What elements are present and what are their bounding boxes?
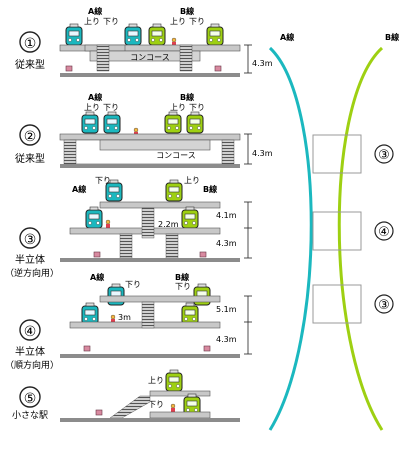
svg-text:B線: B線 <box>203 184 217 194</box>
section-2-label: ② 従来型 <box>15 124 45 165</box>
svg-text:下り: 下り <box>189 103 205 112</box>
svg-text:A線: A線 <box>90 272 104 282</box>
svg-text:コンコース: コンコース <box>130 53 170 62</box>
svg-text:従来型: 従来型 <box>15 152 45 165</box>
svg-text:4.3m: 4.3m <box>252 149 273 158</box>
svg-text:下り: 下り <box>103 17 119 26</box>
svg-text:下り: 下り <box>95 176 111 185</box>
map-station-box-2: ④ <box>312 211 394 251</box>
svg-text:上り: 上り <box>184 176 200 185</box>
svg-text:4.3m: 4.3m <box>216 239 237 248</box>
svg-text:（順方向用）: （順方向用） <box>5 359 59 371</box>
svg-text:上り: 上り <box>84 17 100 26</box>
svg-text:上り: 上り <box>84 103 100 112</box>
svg-text:②: ② <box>24 129 37 145</box>
svg-text:上り: 上り <box>170 17 186 26</box>
svg-text:下り: 下り <box>103 103 119 112</box>
svg-text:B線: B線 <box>180 6 194 16</box>
diagram-3: A線 B線 下り 上り 2.2m 4.1m 4.3m <box>60 176 252 262</box>
svg-text:上り: 上り <box>170 103 186 112</box>
svg-text:①: ① <box>24 36 37 52</box>
svg-text:④: ④ <box>24 324 37 340</box>
svg-text:（逆方向用）: （逆方向用） <box>5 267 59 279</box>
section-3-label: ③ 半立体 （逆方向用） <box>5 227 59 279</box>
svg-text:下り: 下り <box>175 282 191 291</box>
svg-text:A線: A線 <box>72 184 86 194</box>
section-1-label: ① 従来型 <box>15 31 45 71</box>
svg-text:半立体: 半立体 <box>15 345 45 358</box>
map-station-box-1: ③ <box>312 134 394 174</box>
section-5-label: ⑤ 小さな駅 <box>12 386 48 421</box>
svg-text:5.1m: 5.1m <box>216 305 237 314</box>
svg-text:小さな駅: 小さな駅 <box>12 410 48 421</box>
svg-text:上り: 上り <box>148 376 164 385</box>
diagram-2: A線 B線 上り 下り 上り 下り コンコース 4.3m <box>59 92 273 168</box>
svg-text:A線: A線 <box>88 6 102 16</box>
svg-text:3m: 3m <box>118 313 131 322</box>
svg-text:B線: B線 <box>175 272 189 282</box>
track-map: A線 B線 ③ ④ ③ <box>268 32 399 431</box>
svg-text:B線: B線 <box>385 32 399 42</box>
svg-text:4.3m: 4.3m <box>216 335 237 344</box>
svg-text:B線: B線 <box>180 92 194 102</box>
svg-text:③: ③ <box>378 148 390 163</box>
diagram-1: A線 B線 上り 下り 上り 下り コンコース 4.3m <box>59 6 273 77</box>
svg-text:⑤: ⑤ <box>24 391 37 407</box>
svg-text:下り: 下り <box>189 17 205 26</box>
svg-text:従来型: 従来型 <box>15 58 45 71</box>
map-station-box-3: ③ <box>312 284 394 324</box>
svg-text:③: ③ <box>378 298 390 313</box>
svg-text:④: ④ <box>378 225 390 240</box>
svg-text:A線: A線 <box>88 92 102 102</box>
diagram-5: 上り 下り <box>60 369 240 422</box>
svg-text:下り: 下り <box>125 280 141 289</box>
svg-text:半立体: 半立体 <box>15 253 45 266</box>
svg-text:4.1m: 4.1m <box>216 211 237 220</box>
diagram-4: A線 B線 下り 下り 3m 5.1m 4.3m <box>60 272 252 358</box>
svg-text:4.3m: 4.3m <box>252 59 273 68</box>
svg-text:2.2m: 2.2m <box>158 220 179 229</box>
svg-text:コンコース: コンコース <box>156 151 196 160</box>
section-4-label: ④ 半立体 （順方向用） <box>5 319 59 371</box>
svg-text:下り: 下り <box>148 400 164 409</box>
svg-text:③: ③ <box>24 232 37 248</box>
svg-text:A線: A線 <box>280 32 294 42</box>
